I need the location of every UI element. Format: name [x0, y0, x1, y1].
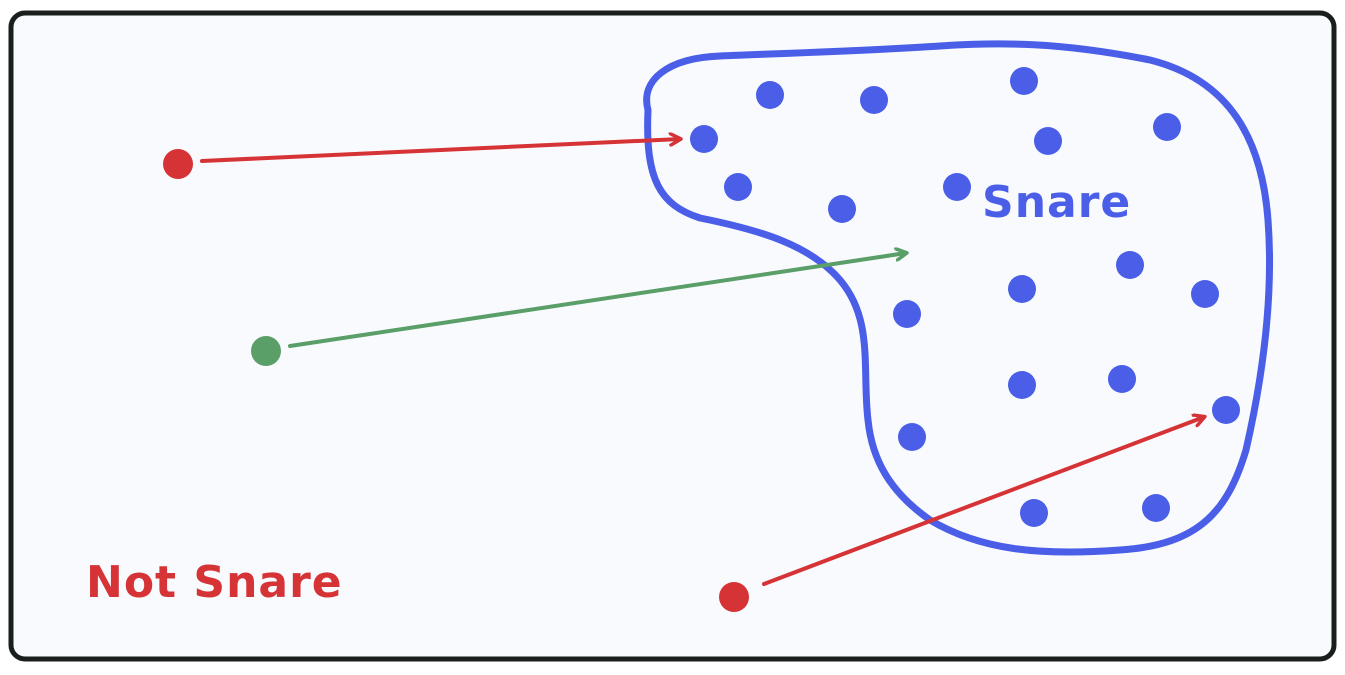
snare-points [690, 67, 1240, 527]
arrow-green [288, 253, 906, 348]
snare-point [898, 423, 926, 451]
snare-point [1108, 365, 1136, 393]
snare-point [724, 173, 752, 201]
not-snare-label: Not Snare [86, 557, 343, 608]
snare-point [1008, 371, 1036, 399]
snare-point [1142, 494, 1170, 522]
snare-point [1008, 275, 1036, 303]
snare-point [893, 300, 921, 328]
snare-point [1020, 499, 1048, 527]
snare-point [828, 195, 856, 223]
arrow-red-top [200, 139, 680, 163]
outside-point-red-top [163, 149, 193, 179]
snare-point [1212, 396, 1240, 424]
snare-point [690, 125, 718, 153]
outer-frame [8, 10, 1337, 662]
arrow-red-bottom [762, 417, 1204, 586]
snare-point [756, 81, 784, 109]
snare-point [1191, 280, 1219, 308]
snare-point [943, 173, 971, 201]
snare-point [1116, 251, 1144, 279]
snare-point [860, 86, 888, 114]
snare-region-boundary [643, 40, 1274, 556]
snare-point [1034, 127, 1062, 155]
snare-label: Snare [982, 177, 1131, 228]
snare-point [1153, 113, 1181, 141]
outside-point-green [251, 336, 281, 366]
snare-point [1010, 67, 1038, 95]
outside-point-red-bottom [719, 582, 749, 612]
